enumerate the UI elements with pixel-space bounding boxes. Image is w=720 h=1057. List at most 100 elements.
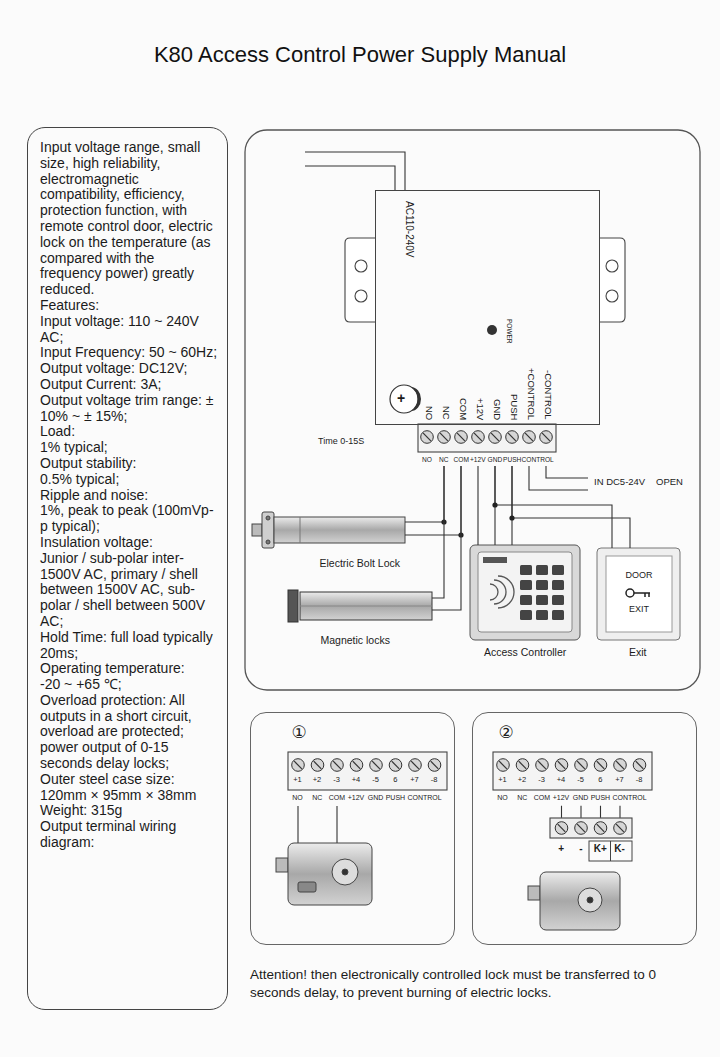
rim-lock-picture: [276, 843, 372, 905]
annotation-label: OPEN: [656, 477, 683, 488]
keypad-picture: [552, 580, 564, 590]
magnetic-lock-picture: [288, 590, 298, 622]
node-text: NC: [517, 794, 527, 802]
node-text: PUSH: [508, 394, 519, 420]
connector-block-picture: [550, 818, 632, 838]
bolt-lock-picture: [300, 517, 301, 543]
node-text: -5: [577, 776, 584, 785]
keypad-picture: [520, 565, 532, 575]
node-text: +12V: [553, 794, 570, 802]
node-text: Input voltage range, small size, high re…: [40, 140, 219, 298]
node-text: +4: [557, 776, 566, 785]
mains-wires: [305, 152, 405, 190]
node-text: Input voltage: 110 ~ 240V AC;: [40, 314, 219, 346]
node-text: NC: [439, 456, 449, 464]
node-text: +12V: [474, 398, 485, 420]
bolt-lock: Electric Bolt Lock: [258, 512, 405, 548]
terminal-strip: [506, 431, 519, 444]
node-text: +1: [498, 776, 507, 785]
terminal-strip: [292, 759, 305, 772]
exit-button-picture: [597, 548, 680, 640]
node-text: +7: [410, 776, 419, 785]
terminal-strip: [438, 431, 451, 444]
node-text: NC: [440, 406, 451, 420]
node-text: COM: [454, 456, 469, 464]
bolt-lock-picture: [252, 524, 262, 536]
node-text: +1: [293, 776, 302, 785]
keypad-picture: [552, 595, 564, 605]
mounting-ears: [345, 238, 625, 322]
delay-knob: [390, 385, 421, 413]
connector-block-picture: [550, 818, 632, 861]
node-text: +12V: [348, 794, 365, 802]
node-text: +CONTROL: [525, 368, 536, 420]
rim-lock-picture: [298, 882, 316, 892]
node-text: Magnetic locks: [321, 634, 390, 646]
bolt-lock-picture: [252, 512, 405, 548]
node-text: DOOR: [626, 570, 653, 580]
mounting-ears: [355, 290, 367, 302]
mounting-ears: [345, 238, 375, 322]
terminal-strip: [350, 759, 363, 772]
terminal-strip: [536, 759, 549, 772]
magnetic-lock-picture: [288, 590, 432, 622]
node-text: Insulation voltage:: [40, 535, 219, 551]
node-text: +: [558, 843, 564, 855]
annotation-label: IN DC5-24V: [594, 477, 645, 488]
node-text: CONTROL: [522, 456, 554, 464]
lock-wires: [298, 806, 337, 843]
connector-block-picture: [589, 841, 632, 861]
wiring-panel: ①+1+2-3+4-56+7-8NONCCOM+12VGNDPUSHCONTRO…: [250, 712, 455, 945]
node-text: ①: [292, 723, 307, 743]
lock-wires: [336, 806, 337, 843]
terminal-strip: [516, 759, 529, 772]
node-text: 1%, peak to peak (100mVp-p typical);: [40, 503, 219, 535]
annotation-label: Time 0-15S: [318, 436, 364, 446]
wiring-panel: ②+1+2-3+4-56+7-8NONCCOM+12VGNDPUSHCONTRO…: [472, 712, 697, 945]
spec-panel: Input voltage range, small size, high re…: [27, 127, 228, 1010]
node-text: +4: [352, 776, 361, 785]
exit-button-picture: [606, 556, 672, 632]
connector-block: +-K+K-: [550, 818, 632, 864]
node-text: Operating temperature:: [40, 661, 219, 677]
exit-button-picture: [626, 589, 634, 597]
node-text: Output voltage trim range: ± 10% ~ ± 15%…: [40, 393, 219, 425]
keypad-picture: [536, 565, 548, 575]
mounting-ears: [355, 260, 367, 272]
node-text: -20 ~ +65 ℃;: [40, 677, 219, 693]
terminal-strip: [421, 431, 434, 444]
terminal-block: +1+2-3+4-56+7-8NONCCOM+12VGNDPUSHCONTROL: [493, 750, 652, 806]
node-text: GND: [573, 794, 589, 802]
node-text: NC: [312, 794, 322, 802]
rim-lock-picture: [528, 872, 620, 930]
node-text: PUSH: [591, 794, 610, 802]
terminal-strip: [555, 759, 568, 772]
node-text: NO: [423, 406, 434, 420]
terminal-strip: [472, 431, 485, 444]
terminal-strip: [493, 752, 652, 790]
wire-group: [562, 806, 621, 818]
wire-group: [432, 466, 461, 610]
keypad-picture: [536, 580, 548, 590]
keypad-picture: [520, 610, 532, 620]
node-text: GND: [488, 456, 503, 464]
magnetic-lock-picture: [300, 592, 432, 620]
node-text: Weight: 315g: [40, 803, 219, 819]
magnetic-lock-picture: [300, 606, 432, 607]
connector-block-picture: [575, 822, 588, 835]
node-text: NO: [292, 794, 303, 802]
node-text: Electric Bolt Lock: [320, 557, 401, 569]
terminal-strip: [389, 759, 402, 772]
connector-block-picture: [594, 822, 607, 835]
page-title: K80 Access Control Power Supply Manual: [0, 42, 720, 68]
node-text: +12V: [470, 456, 486, 464]
node-text: PUSH: [386, 794, 405, 802]
node-text: Access Controller: [484, 646, 566, 658]
terminal-strip: [455, 431, 468, 444]
rim-lock-picture: [578, 888, 602, 912]
control-wires: [529, 466, 588, 490]
bolt-lock-picture: [266, 540, 270, 544]
terminal-block: +1+2-3+4-56+7-8NONCCOM+12VGNDPUSHCONTROL: [288, 750, 447, 806]
terminal-strip: [575, 759, 588, 772]
node-text: PUSH: [503, 456, 521, 464]
